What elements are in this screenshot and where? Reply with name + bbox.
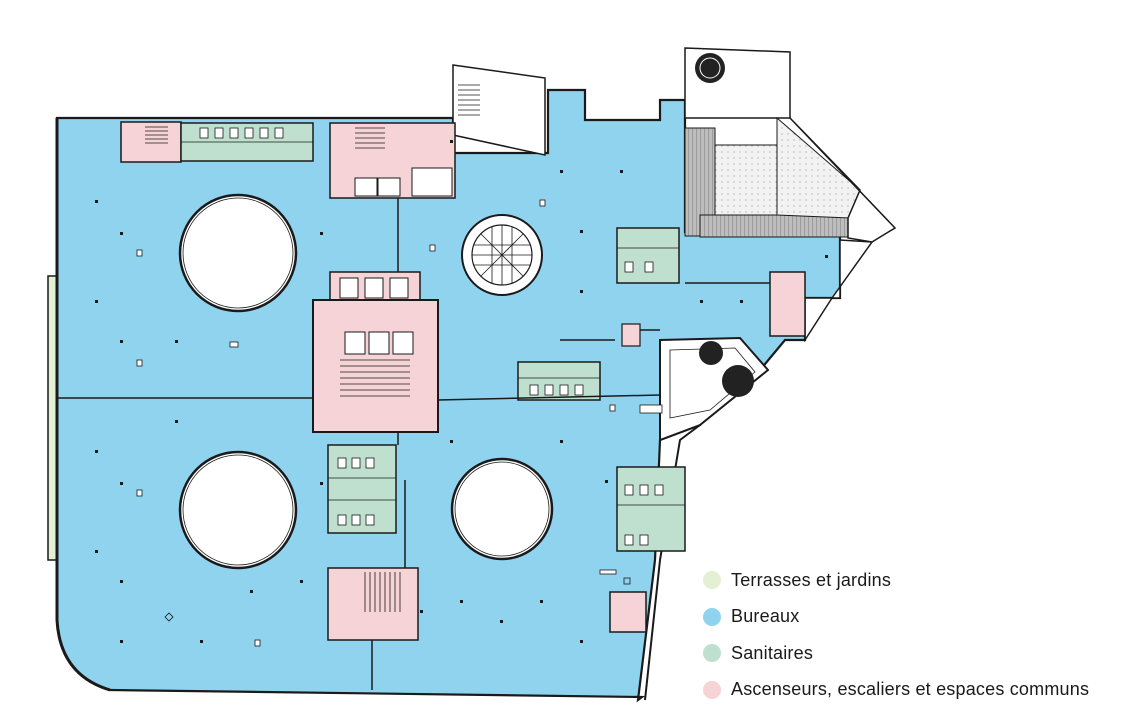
tree-north-icon bbox=[695, 53, 725, 83]
legend-item-terrasses: Terrasses et jardins bbox=[703, 562, 1133, 599]
north-stair-block bbox=[452, 64, 546, 156]
common-mid-lift bbox=[621, 323, 641, 347]
garden-courtyard bbox=[714, 144, 778, 216]
skylight-dome bbox=[461, 214, 543, 296]
tree-courtyard-2-icon bbox=[722, 365, 754, 397]
garden-east bbox=[776, 116, 861, 219]
legend: Terrasses et jardins Bureaux Sanitaires … bbox=[703, 562, 1133, 708]
east-point bbox=[789, 117, 897, 243]
atrium-se bbox=[450, 457, 554, 561]
east-wedge bbox=[804, 239, 874, 343]
legend-label-communs: Ascenseurs, escaliers et espaces communs bbox=[731, 679, 1090, 700]
legend-label-sanitaires: Sanitaires bbox=[731, 642, 814, 663]
exterior-wall-west bbox=[55, 118, 111, 692]
common-nw-stair bbox=[120, 121, 182, 163]
exterior-wall-south bbox=[109, 689, 643, 698]
atrium-sw bbox=[178, 450, 298, 570]
legend-swatch-sanitaires bbox=[703, 644, 721, 663]
common-east-stair bbox=[769, 271, 806, 337]
legend-item-bureaux: Bureaux bbox=[703, 599, 1133, 636]
legend-swatch-communs bbox=[703, 680, 721, 699]
common-south-stair bbox=[327, 567, 419, 641]
legend-label-terrasses: Terrasses et jardins bbox=[731, 569, 892, 590]
legend-item-sanitaires: Sanitaires bbox=[703, 635, 1133, 672]
legend-swatch-bureaux bbox=[703, 607, 721, 626]
hatched-terrace-south bbox=[699, 214, 849, 238]
wc-east-upper bbox=[616, 227, 680, 284]
common-se-stair bbox=[609, 591, 647, 633]
legend-label-bureaux: Bureaux bbox=[731, 606, 800, 627]
legend-item-communs: Ascenseurs, escaliers et espaces communs bbox=[703, 672, 1133, 709]
legend-swatch-terrasses bbox=[703, 571, 721, 590]
tree-courtyard-1-icon bbox=[699, 341, 723, 365]
atrium-nw bbox=[178, 193, 298, 313]
